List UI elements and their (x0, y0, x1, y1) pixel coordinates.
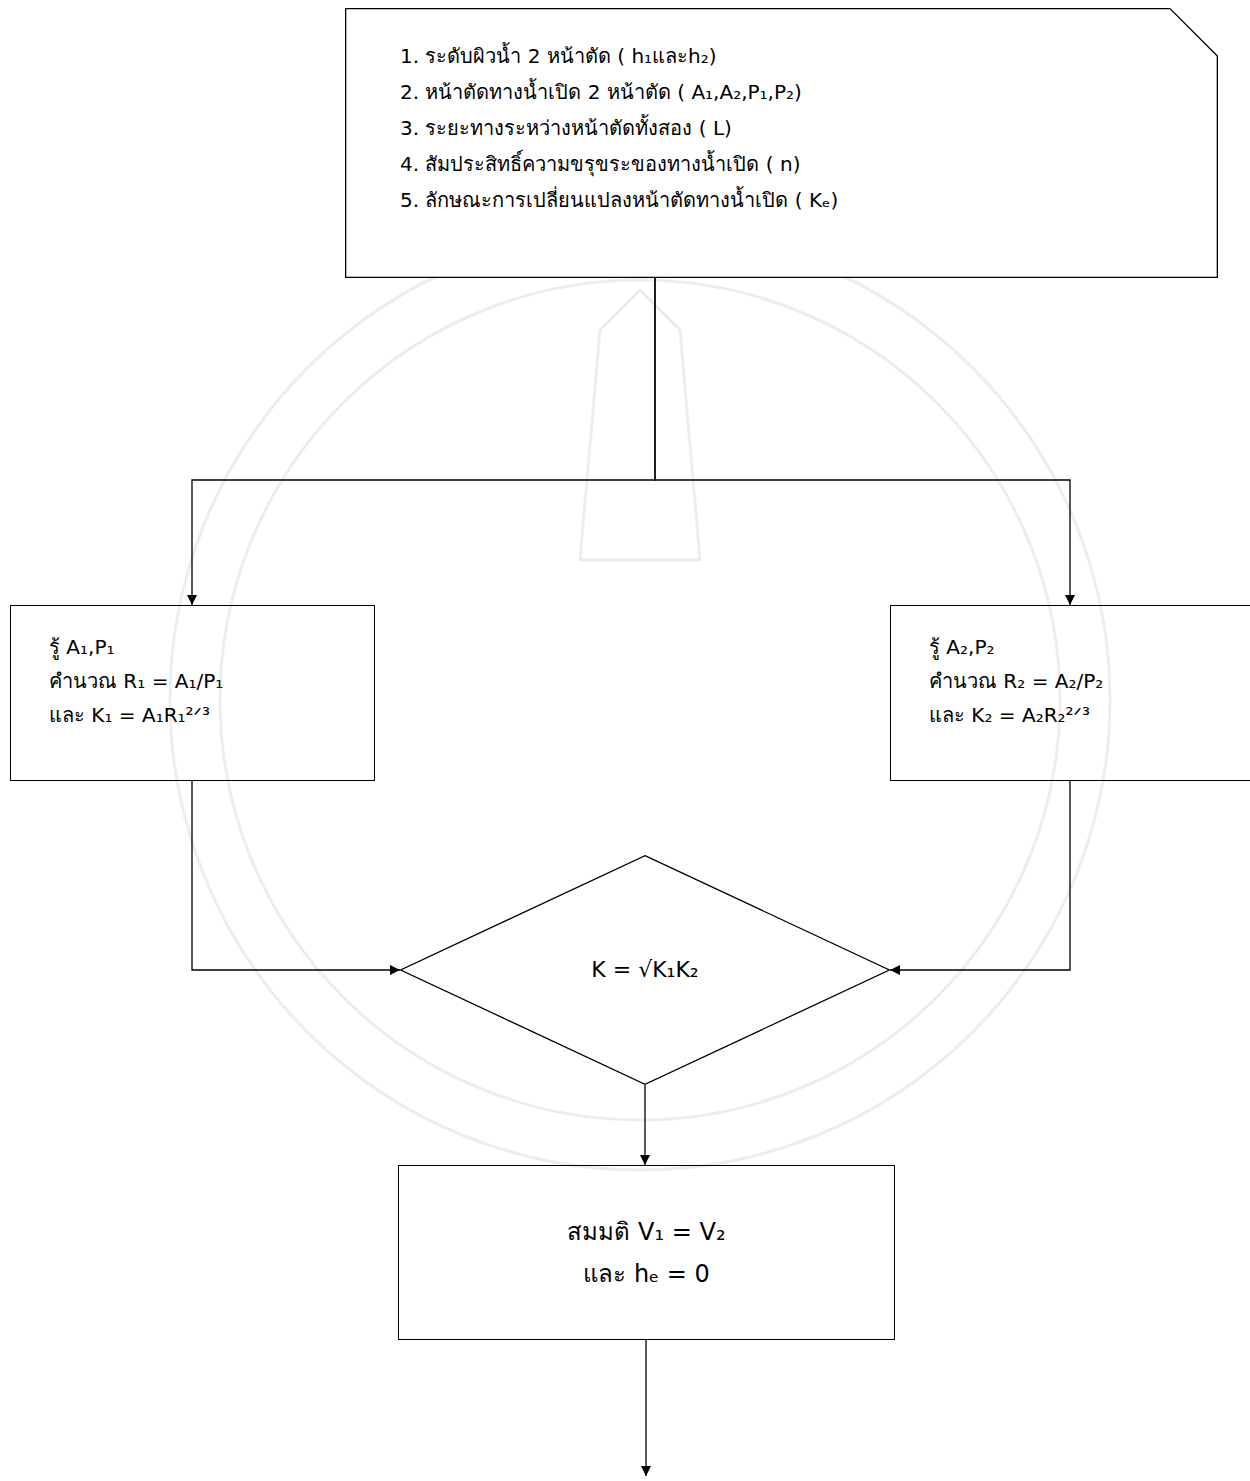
shape-outline (346, 9, 1218, 278)
process-box: สมมติ V₁ = V₂และ hₑ = 0 (398, 1165, 895, 1340)
node-label: K = √K₁K₂ (591, 955, 698, 985)
node-label: และ K₂ = A₂R₂²ᐟ³ (929, 698, 1103, 732)
node-label: 2. หน้าตัดทางน้ำเปิด 2 หน้าตัด ( A₁,A₂,P… (400, 74, 838, 110)
continue-arrow (645, 1340, 646, 1476)
node-text-group: สมมติ V₁ = V₂และ hₑ = 0 (567, 1211, 725, 1295)
shape-outline (401, 856, 890, 1085)
node-text-group: K = √K₁K₂ (591, 955, 698, 985)
node-label: และ hₑ = 0 (567, 1253, 725, 1295)
node-text-group: รู้ A₁,P₁คำนวณ R₁ = A₁/P₁และ K₁ = A₁R₁²ᐟ… (49, 630, 223, 732)
node-label: คำนวณ R₂ = A₂/P₂ (929, 664, 1103, 698)
flow-connector (655, 278, 1070, 605)
node-label: 3. ระยะทางระหว่างหน้าตัดทั้งสอง ( L) (400, 110, 838, 146)
decision-diamond: K = √K₁K₂ (400, 855, 890, 1085)
flow-connector (192, 278, 655, 605)
node-text-group: 1. ระดับผิวน้ำ 2 หน้าตัด ( h₁และh₂)2. หน… (400, 38, 838, 218)
node-label: สมมติ V₁ = V₂ (567, 1211, 725, 1253)
flow-connector (192, 781, 400, 970)
flow-connector (644, 1085, 645, 1165)
flow-connector (890, 781, 1070, 970)
node-text-group: รู้ A₂,P₂คำนวณ R₂ = A₂/P₂และ K₂ = A₂R₂²ᐟ… (929, 630, 1103, 732)
node-label: 5. ลักษณะการเปลี่ยนแปลงหน้าตัดทางน้ำเปิด… (400, 182, 838, 218)
node-label: 4. สัมประสิทธิ์ความขรุขระของทางน้ำเปิด (… (400, 146, 838, 182)
node-label: 1. ระดับผิวน้ำ 2 หน้าตัด ( h₁และh₂) (400, 38, 838, 74)
seal-watermark (170, 230, 1110, 1170)
node-label: รู้ A₂,P₂ (929, 630, 1103, 664)
process-box: รู้ A₂,P₂คำนวณ R₂ = A₂/P₂และ K₂ = A₂R₂²ᐟ… (890, 605, 1250, 781)
process-box: รู้ A₁,P₁คำนวณ R₁ = A₁/P₁และ K₁ = A₁R₁²ᐟ… (10, 605, 375, 781)
node-label: คำนวณ R₁ = A₁/P₁ (49, 664, 223, 698)
input-document: 1. ระดับผิวน้ำ 2 หน้าตัด ( h₁และh₂)2. หน… (345, 8, 1218, 278)
node-label: และ K₁ = A₁R₁²ᐟ³ (49, 698, 223, 732)
node-label: รู้ A₁,P₁ (49, 630, 223, 664)
